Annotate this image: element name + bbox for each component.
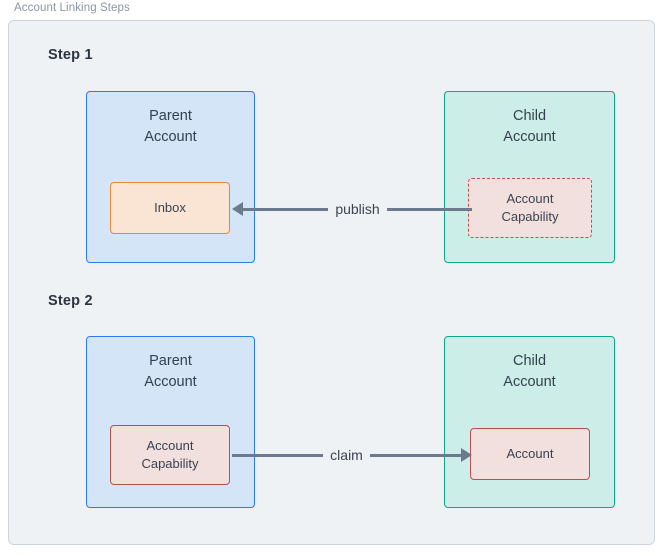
step-1-account-capability-node: Account Capability bbox=[468, 178, 592, 238]
step-2-account-node: Account bbox=[470, 428, 590, 480]
edge-line-segment bbox=[243, 207, 329, 211]
step-2-account-capability-node: Account Capability bbox=[110, 425, 230, 485]
edge-line-segment bbox=[232, 453, 324, 457]
step-1-parent-account-box: Parent Account bbox=[86, 91, 255, 263]
step-2-edge-label: claim bbox=[323, 447, 370, 463]
step-1-heading: Step 1 bbox=[48, 47, 93, 63]
step-2-child-account-box: Child Account bbox=[444, 336, 615, 508]
step-2-heading: Step 2 bbox=[48, 293, 93, 309]
step-1-edge-label: publish bbox=[328, 201, 387, 217]
frame-title: Account Linking Steps bbox=[14, 2, 130, 14]
arrowhead-left-icon bbox=[232, 202, 243, 216]
step-1-parent-account-title: Parent Account bbox=[144, 108, 197, 146]
step-1-publish-edge: publish bbox=[232, 197, 472, 221]
step-2-claim-edge: claim bbox=[232, 443, 473, 467]
step-1-child-account-title: Child Account bbox=[503, 108, 556, 146]
step-1-inbox-node: Inbox bbox=[110, 182, 230, 234]
arrowhead-right-icon bbox=[461, 448, 473, 462]
step-2-child-account-title: Child Account bbox=[503, 353, 556, 391]
step-2-parent-account-title: Parent Account bbox=[144, 353, 197, 391]
edge-line-segment bbox=[369, 453, 462, 457]
edge-line-segment bbox=[386, 207, 472, 211]
